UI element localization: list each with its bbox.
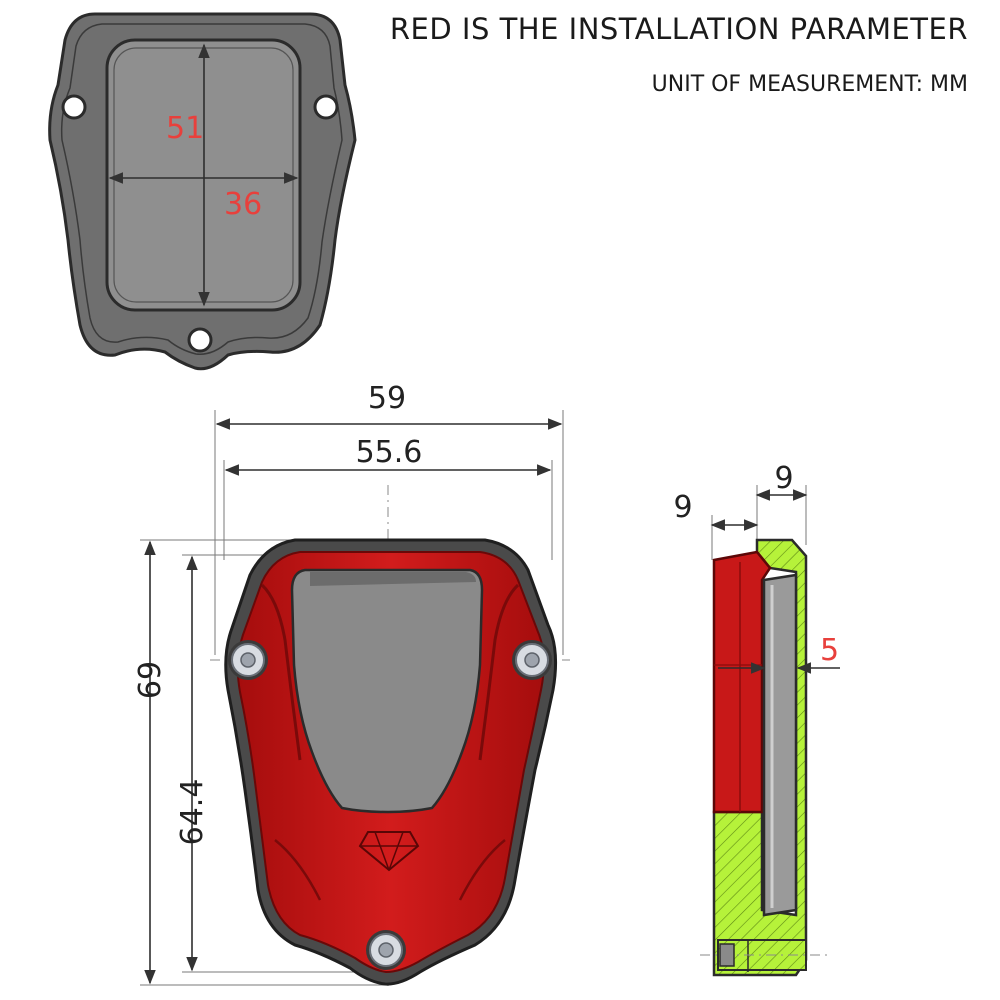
inner-width-dimension-label: 55.6 (356, 435, 423, 470)
mounting-hole-bottom (187, 327, 213, 353)
installation-parameter-title: RED IS THE INSTALLATION PARAMETER (389, 12, 968, 46)
bolt-left (228, 640, 268, 680)
bolt-right (512, 640, 552, 680)
top-height-dimension-label: 51 (166, 111, 204, 146)
front-view-pad: 59 55.6 69 64.4 (133, 381, 570, 990)
bolt-bottom (366, 930, 406, 970)
overall-width-dimension-label: 59 (368, 381, 406, 416)
pad-gray-recess (290, 568, 484, 814)
brand-emblem (358, 831, 420, 872)
mounting-hole-right (313, 94, 339, 120)
inner-height-dimension-label: 64.4 (175, 779, 210, 846)
unit-of-measurement-label: UNIT OF MEASUREMENT: MM (651, 72, 968, 97)
right-thickness-dimension-label: 9 (774, 461, 793, 496)
left-thickness-dimension-label: 9 (673, 490, 692, 525)
overall-height-dimension-label: 69 (133, 661, 168, 699)
section-view: 9 9 5 (673, 461, 840, 977)
recess-depth-dimension-label: 5 (820, 633, 839, 668)
top-view-plate: 51 36 (48, 12, 357, 371)
section-gray-plate (762, 573, 798, 917)
top-width-dimension-label: 36 (224, 187, 262, 222)
mounting-hole-left (61, 94, 87, 120)
section-red-part (712, 550, 772, 814)
